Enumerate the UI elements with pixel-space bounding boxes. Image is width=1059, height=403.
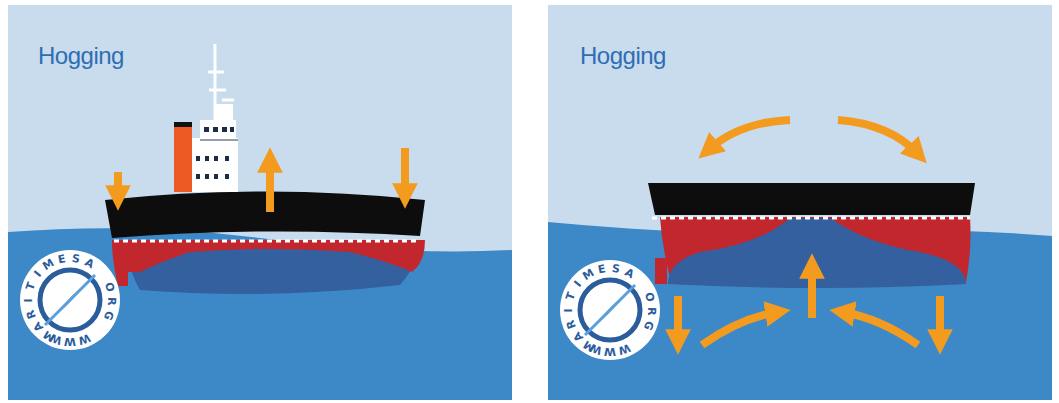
force-arrow	[118, 148, 405, 212]
sky	[548, 5, 1052, 400]
force-arrow	[678, 120, 940, 345]
waterline	[114, 240, 420, 243]
logo	[20, 250, 120, 350]
bridge-house	[192, 138, 238, 192]
sky	[8, 5, 512, 400]
waterline	[652, 217, 970, 220]
submerged-hull	[668, 218, 966, 288]
hull	[105, 192, 425, 239]
red-hull	[112, 240, 425, 286]
panel-title: Hogging	[580, 42, 666, 70]
left-panel	[8, 5, 512, 400]
sea	[8, 228, 512, 400]
hull	[648, 183, 975, 215]
logo	[560, 260, 660, 360]
funnel	[174, 124, 192, 192]
panel-title: Hogging	[38, 42, 124, 70]
right-panel	[548, 5, 1052, 400]
